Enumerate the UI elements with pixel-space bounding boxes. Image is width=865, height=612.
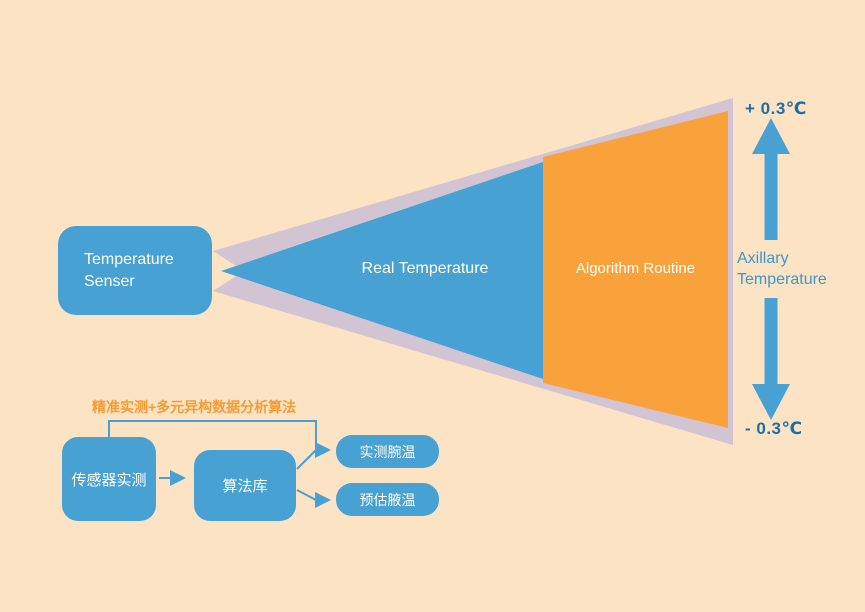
sensor-node-label: 传感器实测 <box>71 471 147 489</box>
wrist-temperature-label: 实测腕温 <box>359 443 416 460</box>
upper-bound-label: + 0.3℃ <box>745 99 807 118</box>
wrist-temperature-node: 实测腕温 <box>336 435 439 468</box>
flow-connectors <box>108 420 331 508</box>
bracket-connector <box>108 420 317 450</box>
axillary-temperature-node: 预估腋温 <box>336 483 439 516</box>
real-temperature-label: Real Temperature <box>361 260 489 277</box>
lower-bound-label: - 0.3℃ <box>745 419 803 438</box>
upper-range-arrow <box>752 118 790 240</box>
down-arrow-shaft <box>764 298 778 386</box>
temperature-sensor-label: Temperature Senser <box>84 250 174 290</box>
flowchart-caption: 精准实测+多元异构数据分析算法 <box>92 399 297 415</box>
axillary-temperature-label: Axillary Temperature <box>737 250 827 288</box>
down-arrowhead-icon <box>752 384 790 420</box>
algorithm-library-label: 算法库 <box>222 478 268 495</box>
axillary-temperature-label: 预估腋温 <box>359 491 416 508</box>
algorithm-to-axillary-connector <box>296 489 317 501</box>
sensor-node: 传感器实测 <box>62 437 156 521</box>
up-arrow-shaft <box>764 150 778 240</box>
lower-range-arrow <box>752 298 790 420</box>
algorithm-routine-label: Algorithm Routine <box>575 260 696 277</box>
algorithm-to-wrist-connector <box>296 449 317 470</box>
temperature-sensor-box: Temperature Senser <box>58 226 212 315</box>
up-arrowhead-icon <box>752 118 790 154</box>
algorithm-library-node: 算法库 <box>194 450 296 521</box>
algorithm-routine-panel <box>543 111 728 428</box>
real-temperature-wedge <box>221 162 543 379</box>
